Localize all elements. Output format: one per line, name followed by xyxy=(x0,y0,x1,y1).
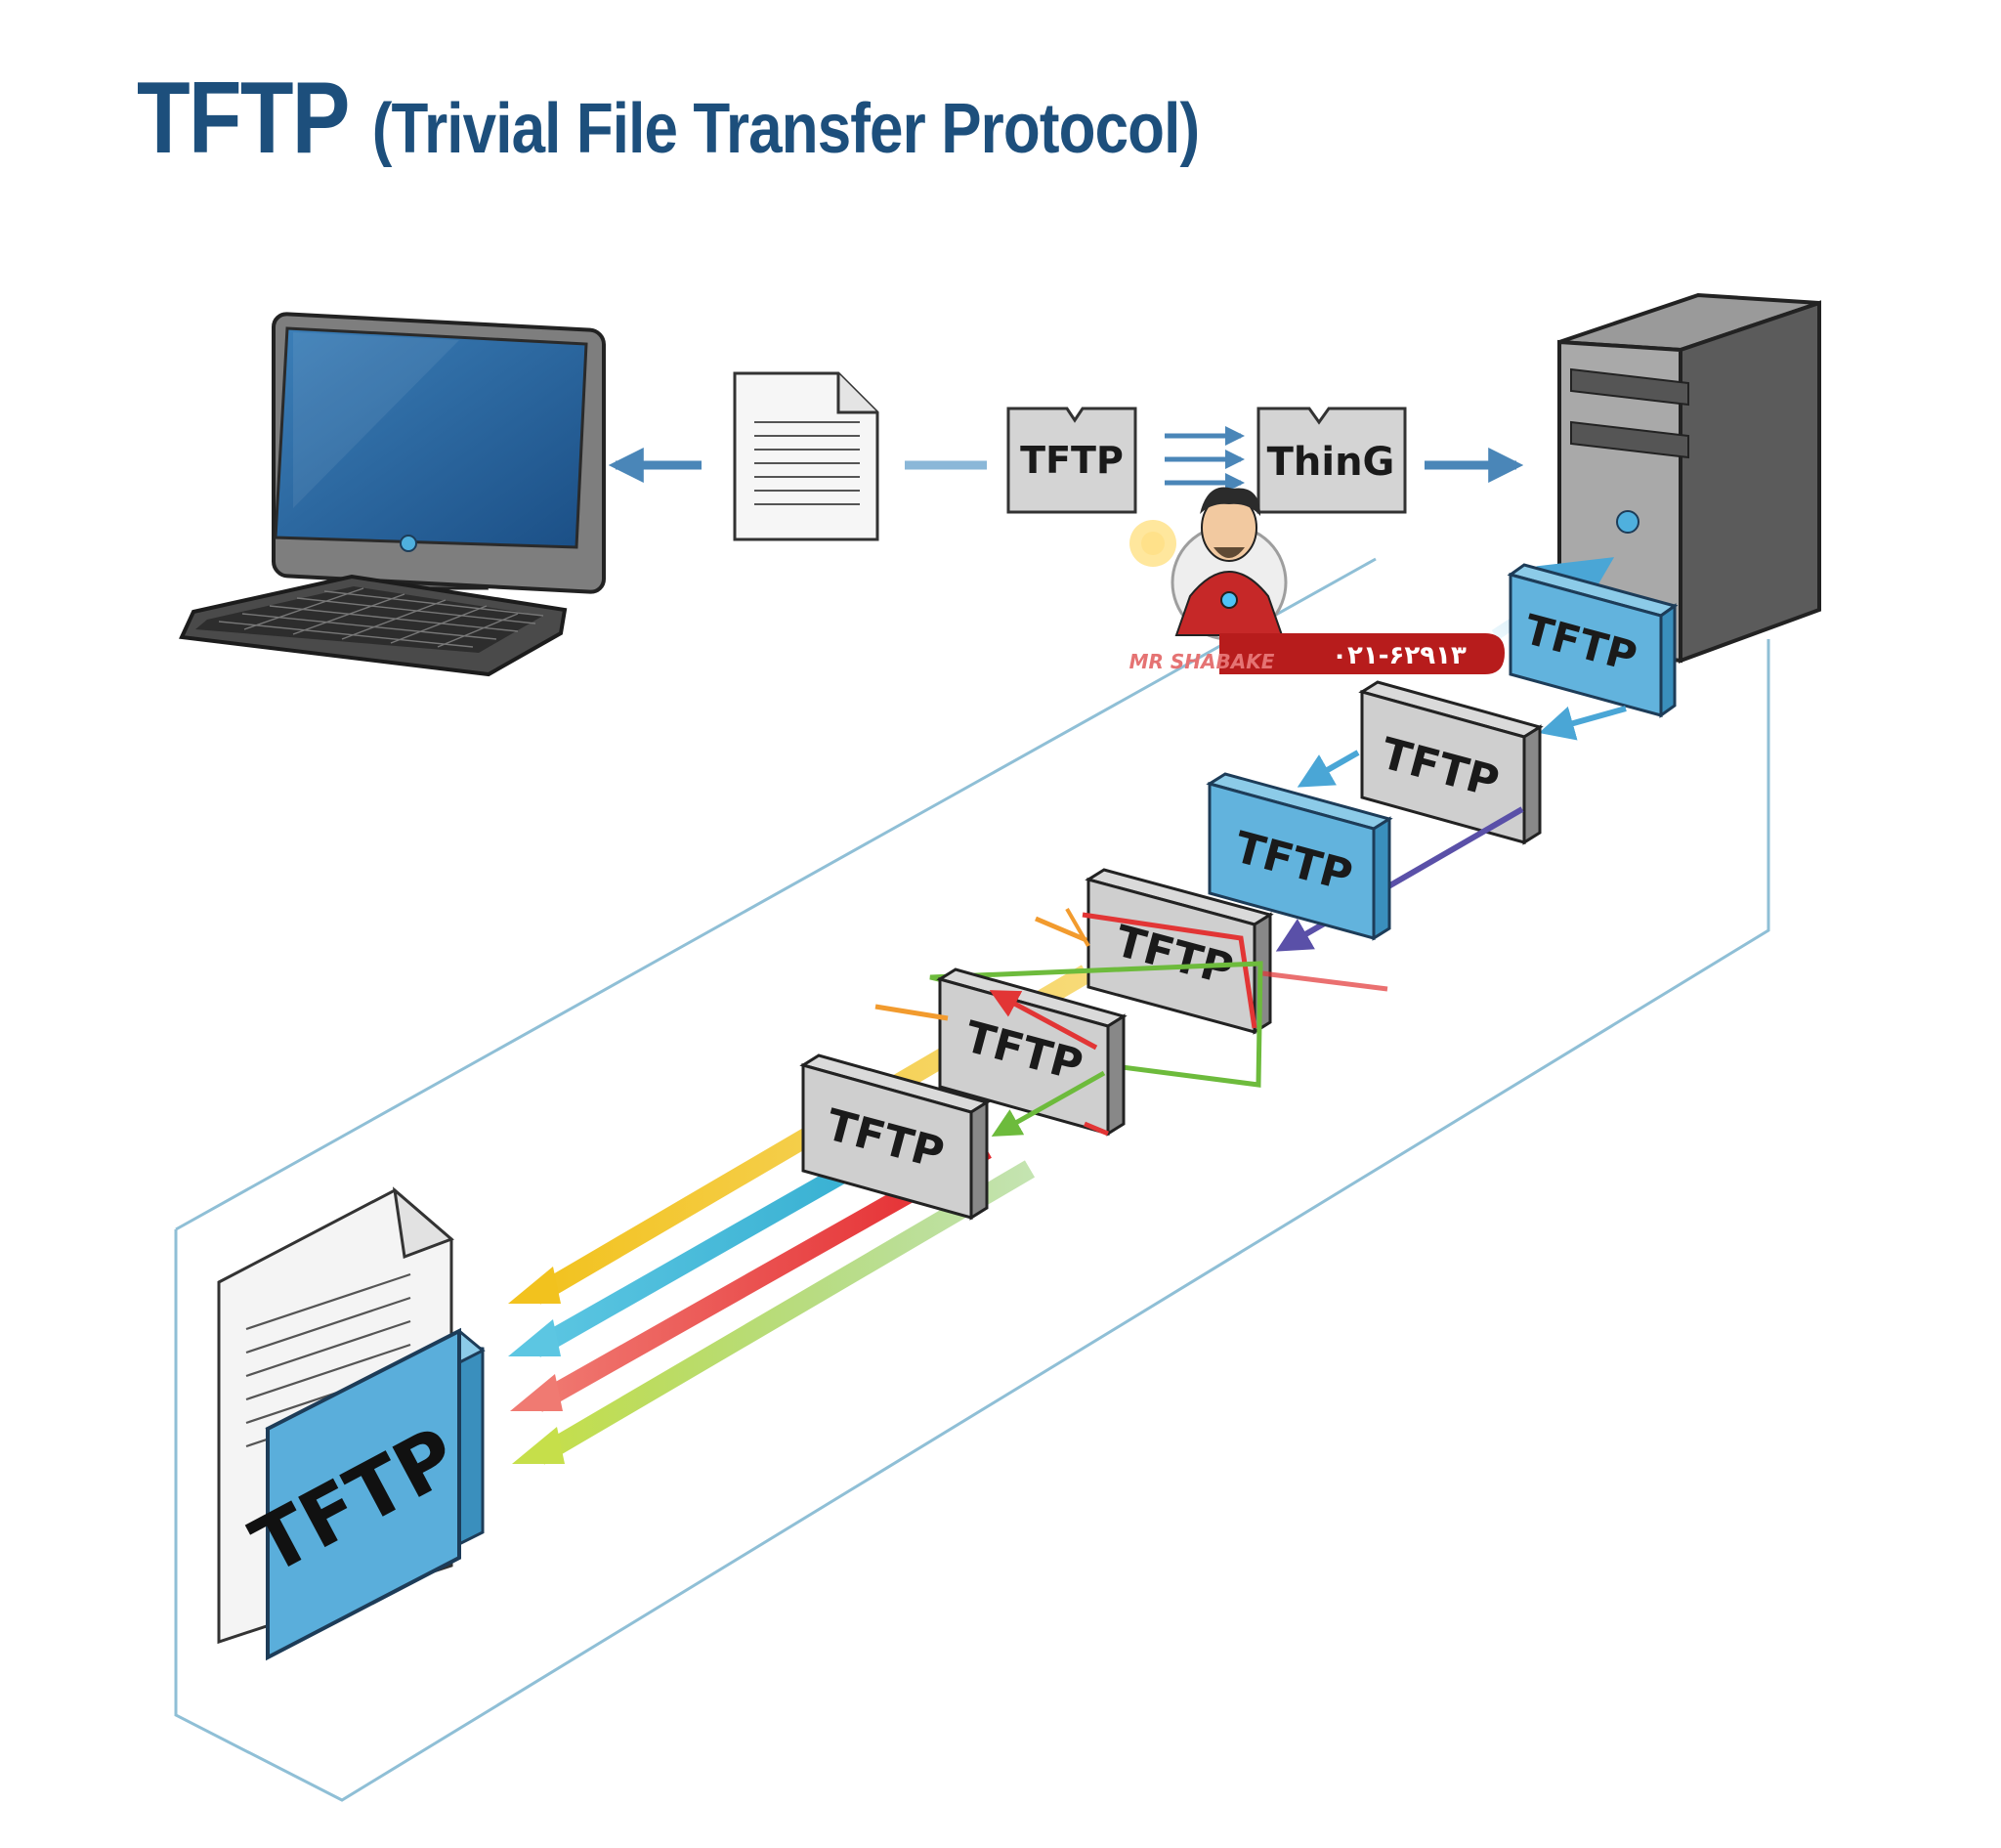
stream-green-head xyxy=(512,1427,565,1464)
watermark-phone: ۰۲۱-۶۲۹۱۳ xyxy=(1332,641,1467,670)
top-tftp-packet: TFTP xyxy=(1006,407,1137,514)
stack-packet-5: TFTP xyxy=(799,1053,991,1221)
stack-packet-3: TFTP xyxy=(1035,868,1388,1035)
stream-yellow-head xyxy=(508,1267,561,1304)
received-tftp-box: TFTP xyxy=(237,1327,486,1661)
page-title: TFTP (Trivial File Transfer Protocol) xyxy=(137,61,1200,177)
computer-icon xyxy=(179,312,606,677)
phone-badge xyxy=(1219,633,1505,674)
server-packet: TFTP xyxy=(1507,563,1679,718)
title-subtitle: (Trivial File Transfer Protocol) xyxy=(371,90,1200,168)
top-packet-label: TFTP xyxy=(1020,439,1124,482)
stream-cyan-head xyxy=(508,1319,561,1356)
watermark-brand: MR SHABAKE xyxy=(1129,650,1275,673)
stream-green xyxy=(533,1160,1036,1465)
top-thing-label: ThinG xyxy=(1267,440,1395,485)
stack-packet-4: TFTP xyxy=(874,967,1128,1137)
top-thing-packet: ThinG xyxy=(1256,407,1407,514)
document-icon xyxy=(733,371,879,541)
stream-red-head xyxy=(510,1374,563,1411)
stack-packet-1: TFTP xyxy=(1358,680,1544,845)
arrow-server-to-stack1 xyxy=(1539,706,1627,741)
arrow-stack1-to-stack2 xyxy=(1297,750,1360,788)
title-main: TFTP xyxy=(137,62,350,175)
stack-packet-2: TFTP xyxy=(1206,772,1393,941)
top-flow-arrows xyxy=(608,426,1524,493)
watermark-logo: ۰۲۱-۶۲۹۱۳ MR SHABAKE xyxy=(1129,487,1505,674)
iso-frame xyxy=(174,557,1770,1802)
